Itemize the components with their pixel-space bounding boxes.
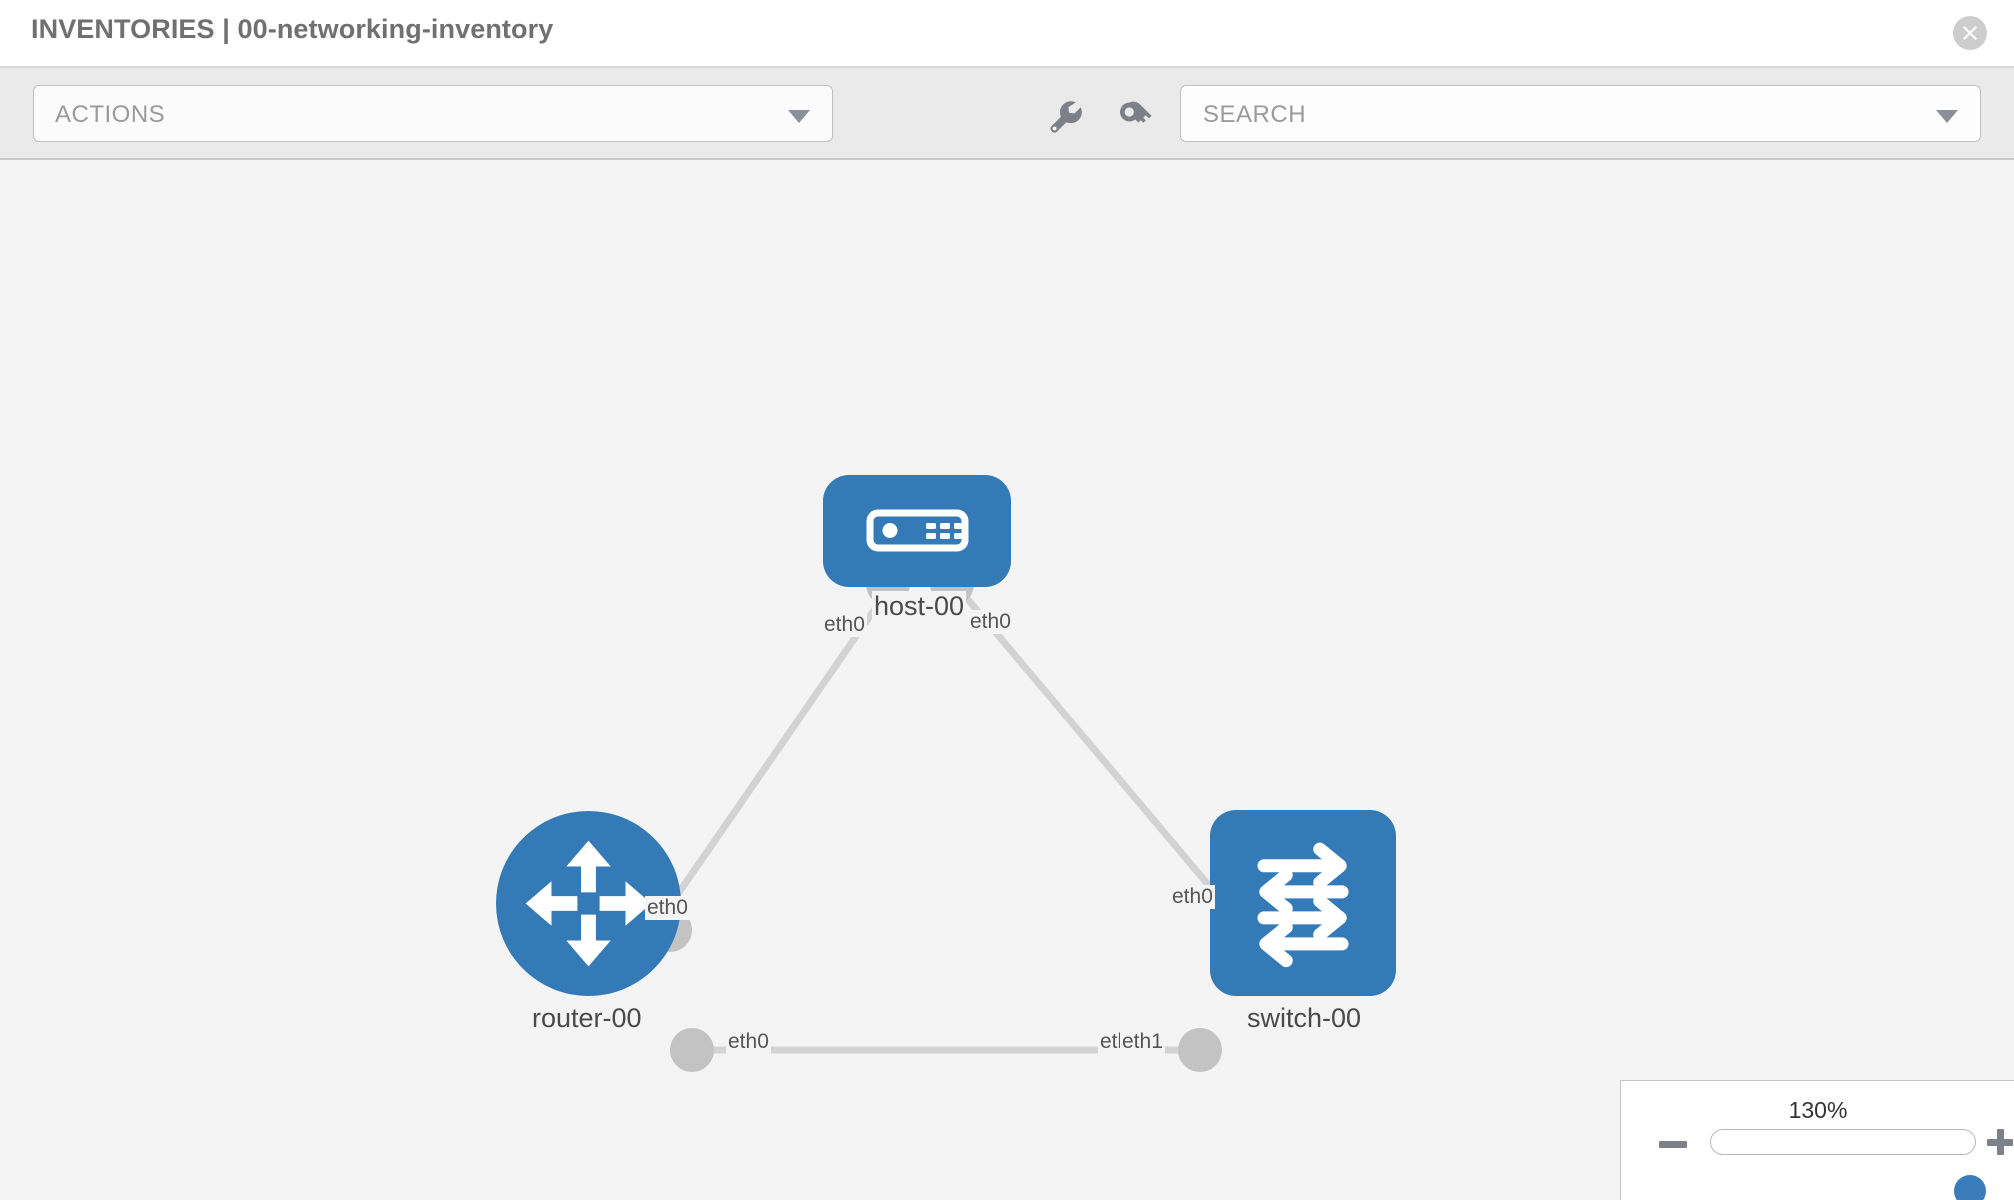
- zoom-control-panel: 130%: [1620, 1080, 2014, 1200]
- page-title: INVENTORIES | 00-networking-inventory: [31, 14, 554, 44]
- zoom-slider[interactable]: [1710, 1129, 1986, 1200]
- chevron-down-icon: [788, 110, 810, 123]
- edge-label-router-right: eth0: [726, 1030, 771, 1054]
- zoom-in-button[interactable]: [1987, 1129, 2013, 1155]
- topology-canvas[interactable]: host-00 router-00 switch-00 eth0 eth0 et…: [0, 160, 2014, 1200]
- link-group: [657, 587, 1251, 1054]
- close-x-glyph: [1963, 26, 1977, 40]
- edge-label-router-upper: eth0: [645, 896, 690, 920]
- wrench-glyph: [1050, 101, 1082, 133]
- node-label-switch: switch-00: [1245, 1003, 1364, 1034]
- close-icon[interactable]: [1953, 16, 1987, 50]
- zoom-slider-handle[interactable]: [1954, 1175, 1986, 1200]
- node-label-router: router-00: [530, 1003, 644, 1034]
- search-placeholder: SEARCH: [1203, 101, 1307, 128]
- link-host-router[interactable]: [657, 588, 891, 922]
- server-icon: [866, 509, 969, 552]
- key-icon[interactable]: [1113, 94, 1157, 138]
- link-host-switch[interactable]: [957, 587, 1251, 935]
- edge-label-switch-upper: eth0: [1170, 885, 1215, 909]
- switch-arrows-icon: [1257, 842, 1349, 968]
- actions-dropdown-label: ACTIONS: [55, 101, 166, 128]
- wrench-icon[interactable]: [1042, 94, 1086, 138]
- chevron-down-icon: [1936, 110, 1958, 123]
- zoom-level-value: 130%: [1788, 1097, 1848, 1123]
- node-label-host: host-00: [872, 591, 967, 622]
- actions-dropdown[interactable]: ACTIONS: [33, 85, 833, 142]
- router-arrows-icon: [525, 840, 652, 967]
- edge-label-host-left: eth0: [822, 613, 867, 637]
- nub-switch-left: [1178, 1028, 1222, 1072]
- edge-label-switch-left: eth1: [1120, 1030, 1165, 1054]
- key-glyph: [1119, 101, 1152, 123]
- topology-links: [648, 562, 1262, 1072]
- nub-router-right: [670, 1028, 714, 1072]
- search-input[interactable]: SEARCH: [1180, 85, 1981, 142]
- zoom-out-button[interactable]: [1659, 1141, 1687, 1148]
- connector-nub-group: [648, 562, 1262, 1072]
- page-header: INVENTORIES | 00-networking-inventory: [0, 0, 2014, 68]
- node-host-00[interactable]: [823, 475, 1011, 587]
- edge-label-host-right: eth0: [968, 610, 1013, 634]
- node-switch-00[interactable]: [1210, 810, 1396, 996]
